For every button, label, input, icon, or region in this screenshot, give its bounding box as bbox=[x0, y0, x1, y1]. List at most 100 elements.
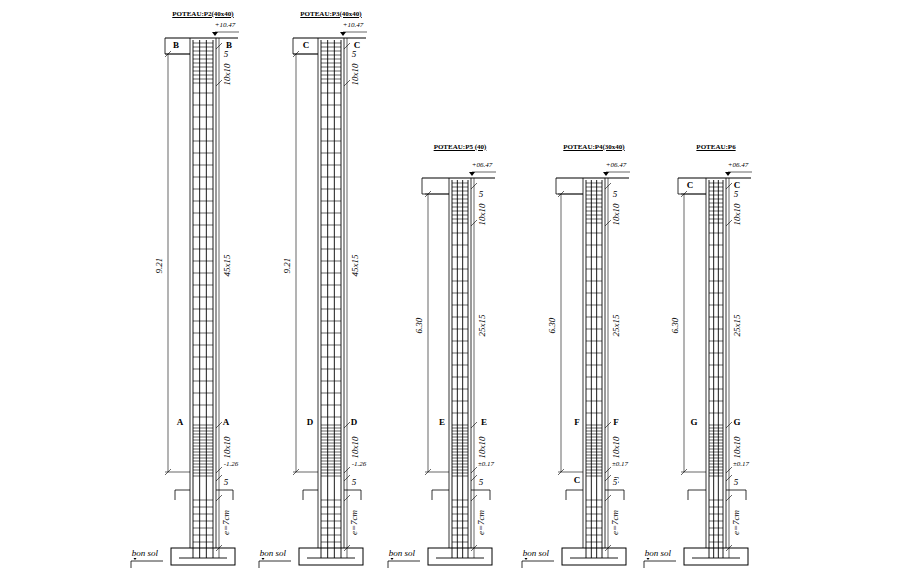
tie bbox=[586, 443, 602, 444]
tie bbox=[586, 449, 602, 450]
longitudinal-bar bbox=[596, 180, 597, 558]
longitudinal-bar bbox=[718, 180, 719, 558]
spacing-value: e=7cm bbox=[223, 508, 232, 535]
column-title: POTEAU:P4(30x40) bbox=[562, 144, 625, 151]
tie bbox=[193, 273, 213, 274]
tie bbox=[452, 470, 468, 471]
longitudinal-bar bbox=[462, 180, 463, 558]
beam-line bbox=[556, 194, 583, 195]
soil-label: bon sol bbox=[522, 549, 550, 558]
tie bbox=[321, 63, 341, 64]
longitudinal-bar bbox=[327, 40, 328, 558]
tie bbox=[586, 437, 602, 438]
tie bbox=[586, 428, 602, 429]
spacing-line bbox=[219, 38, 220, 558]
tie bbox=[452, 449, 468, 450]
tie bbox=[452, 245, 468, 246]
tie bbox=[709, 281, 723, 282]
tie bbox=[709, 470, 723, 471]
spacing-tick bbox=[471, 183, 477, 189]
level-leader bbox=[472, 172, 496, 173]
tie bbox=[452, 458, 468, 459]
tie bbox=[193, 535, 213, 536]
tie bbox=[452, 425, 468, 426]
tie bbox=[452, 473, 468, 474]
ground-line bbox=[361, 490, 362, 500]
tie bbox=[321, 117, 341, 118]
tie bbox=[709, 203, 723, 204]
level-value: ±0.17 bbox=[477, 461, 495, 468]
tie bbox=[452, 434, 468, 435]
tie bbox=[193, 321, 213, 322]
spacing-tick bbox=[605, 475, 611, 481]
level-marker bbox=[212, 32, 218, 36]
bon-sol-line bbox=[388, 561, 389, 568]
spacing-tick bbox=[344, 475, 350, 481]
tie bbox=[321, 129, 341, 130]
spacing-value: 5 bbox=[478, 478, 485, 487]
tie bbox=[709, 365, 723, 366]
tie bbox=[709, 223, 723, 224]
spacing-value: 5 bbox=[478, 190, 485, 199]
elevation-value: +06.47 bbox=[471, 162, 493, 169]
tie bbox=[193, 55, 213, 56]
tie bbox=[193, 357, 213, 358]
tie bbox=[586, 514, 602, 515]
tie bbox=[709, 425, 723, 426]
tie bbox=[193, 345, 213, 346]
beam-line bbox=[678, 194, 706, 195]
tie bbox=[452, 377, 468, 378]
section-mark: E bbox=[480, 418, 488, 427]
spacing-value: 5 bbox=[733, 190, 740, 199]
soil-label: bon sol bbox=[259, 549, 287, 558]
section-mark: C bbox=[733, 181, 742, 190]
tie bbox=[452, 317, 468, 318]
tie bbox=[321, 542, 341, 543]
tie bbox=[586, 269, 602, 270]
tie bbox=[586, 341, 602, 342]
tie bbox=[452, 528, 468, 529]
spacing-tick bbox=[216, 467, 222, 473]
tie bbox=[452, 183, 468, 184]
tie bbox=[193, 79, 213, 80]
tie bbox=[193, 521, 213, 522]
tie bbox=[321, 455, 341, 456]
tie bbox=[193, 249, 213, 250]
bon-sol-line bbox=[259, 561, 260, 568]
elevation-value: +06.47 bbox=[727, 162, 749, 169]
ground-line bbox=[566, 490, 567, 500]
spacing-value: 10x10 bbox=[351, 435, 360, 459]
tie bbox=[709, 233, 723, 234]
dimension-value: 9.21 bbox=[156, 256, 165, 274]
ground-line bbox=[688, 490, 689, 500]
dimension-line bbox=[168, 54, 169, 472]
tie bbox=[586, 281, 602, 282]
tie bbox=[586, 353, 602, 354]
tie bbox=[193, 393, 213, 394]
tie bbox=[709, 245, 723, 246]
longitudinal-bar bbox=[709, 180, 710, 558]
column-face bbox=[216, 38, 217, 490]
tie bbox=[193, 117, 213, 118]
tie bbox=[709, 257, 723, 258]
tie bbox=[586, 413, 602, 414]
tie bbox=[321, 464, 341, 465]
tie bbox=[193, 455, 213, 456]
tie bbox=[321, 393, 341, 394]
tie bbox=[709, 191, 723, 192]
tie bbox=[193, 437, 213, 438]
tie bbox=[709, 269, 723, 270]
elevation-value: +06.47 bbox=[605, 162, 627, 169]
tie bbox=[709, 413, 723, 414]
tie bbox=[709, 207, 723, 208]
elevation-value: +10.47 bbox=[214, 22, 236, 29]
tie bbox=[193, 461, 213, 462]
spacing-tick bbox=[216, 43, 222, 49]
level-marker bbox=[725, 172, 731, 176]
longitudinal-bar bbox=[602, 180, 603, 558]
footing-bar bbox=[436, 558, 484, 559]
section-mark: B bbox=[172, 41, 180, 50]
column-face bbox=[583, 178, 584, 490]
tie bbox=[586, 183, 602, 184]
